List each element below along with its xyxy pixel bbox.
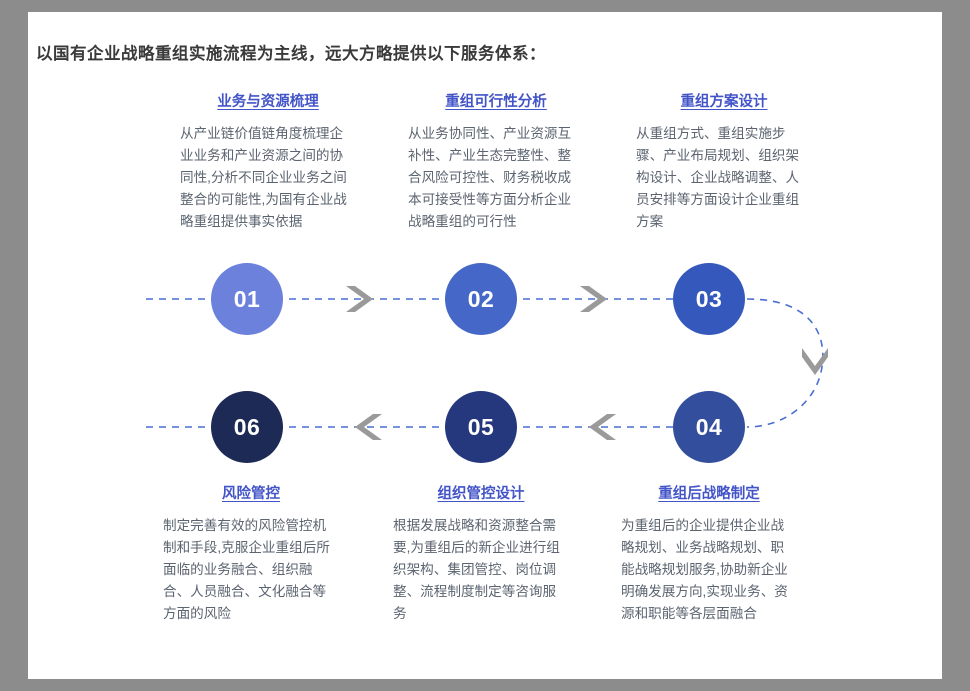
step-heading-01: 业务与资源梳理 [217, 94, 319, 110]
step-body-03: 从重组方式、重组实施步骤、产业布局规划、组织架构设计、企业战略调整、人员安排等方… [636, 126, 800, 229]
arrow-down-icon [802, 348, 828, 375]
step-heading-03: 重组方案设计 [680, 94, 768, 110]
step-heading-06: 风险管控 [222, 486, 280, 502]
arrow-left-icon-2 [355, 414, 382, 440]
step-circle-04[interactable]: 04 [673, 391, 745, 463]
step-body-05: 根据发展战略和资源整合需要,为重组后的新企业进行组织架构、集团管控、岗位调整、流… [393, 518, 560, 621]
step-circle-02[interactable]: 02 [445, 263, 517, 335]
step-column-05: 组织管控设计 根据发展战略和资源整合需要,为重组后的新企业进行组织架构、集团管控… [393, 482, 569, 625]
step-column-06: 风险管控 制定完善有效的风险管控机制和手段,克服企业重组后所面临的业务融合、组织… [163, 482, 339, 625]
process-flow-diagram: 业务与资源梳理 从产业链价值链角度梳理企业业务和产业资源之间的协同性,分析不同企… [28, 12, 942, 679]
arrow-left-icon-1 [589, 414, 616, 440]
step-number-02: 02 [467, 285, 495, 312]
step-circle-05[interactable]: 05 [445, 391, 517, 463]
step-circle-03[interactable]: 03 [673, 263, 745, 335]
infographic-card: 以国有企业战略重组实施流程为主线，远大方略提供以下服务体系： 业务与资源梳理 从… [28, 12, 942, 679]
step-heading-04: 重组后战略制定 [658, 486, 760, 502]
step-column-03: 重组方案设计 从重组方式、重组实施步骤、产业布局规划、组织架构设计、企业战略调整… [636, 90, 812, 233]
step-column-04: 重组后战略制定 为重组后的企业提供企业战略规划、业务战略规划、职能战略规划服务,… [621, 482, 797, 625]
step-heading-05: 组织管控设计 [437, 486, 525, 502]
arrow-right-icon-2 [580, 286, 607, 312]
step-body-04: 为重组后的企业提供企业战略规划、业务战略规划、职能战略规划服务,协助新企业明确发… [621, 518, 788, 621]
page-title: 以国有企业战略重组实施流程为主线，远大方略提供以下服务体系： [36, 45, 546, 63]
step-column-01: 业务与资源梳理 从产业链价值链角度梳理企业业务和产业资源之间的协同性,分析不同企… [180, 90, 356, 233]
step-column-02: 重组可行性分析 从业务协同性、产业资源互补性、产业生态完整性、整合风险可控性、财… [408, 90, 584, 233]
step-number-03: 03 [695, 285, 723, 312]
step-heading-02: 重组可行性分析 [445, 94, 547, 110]
step-number-04: 04 [695, 413, 723, 440]
step-circle-01[interactable]: 01 [211, 263, 283, 335]
step-body-01: 从产业链价值链角度梳理企业业务和产业资源之间的协同性,分析不同企业业务之间整合的… [180, 126, 347, 229]
arrow-right-icon-1 [346, 286, 373, 312]
step-number-05: 05 [467, 413, 495, 440]
step-body-02: 从业务协同性、产业资源互补性、产业生态完整性、整合风险可控性、财务税收成本可接受… [408, 126, 572, 229]
connector-curve-right [746, 298, 824, 428]
step-body-06: 制定完善有效的风险管控机制和手段,克服企业重组后所面临的业务融合、组织融合、人员… [163, 518, 330, 621]
step-number-01: 01 [233, 285, 261, 312]
step-number-06: 06 [233, 413, 261, 440]
step-circle-06[interactable]: 06 [211, 391, 283, 463]
